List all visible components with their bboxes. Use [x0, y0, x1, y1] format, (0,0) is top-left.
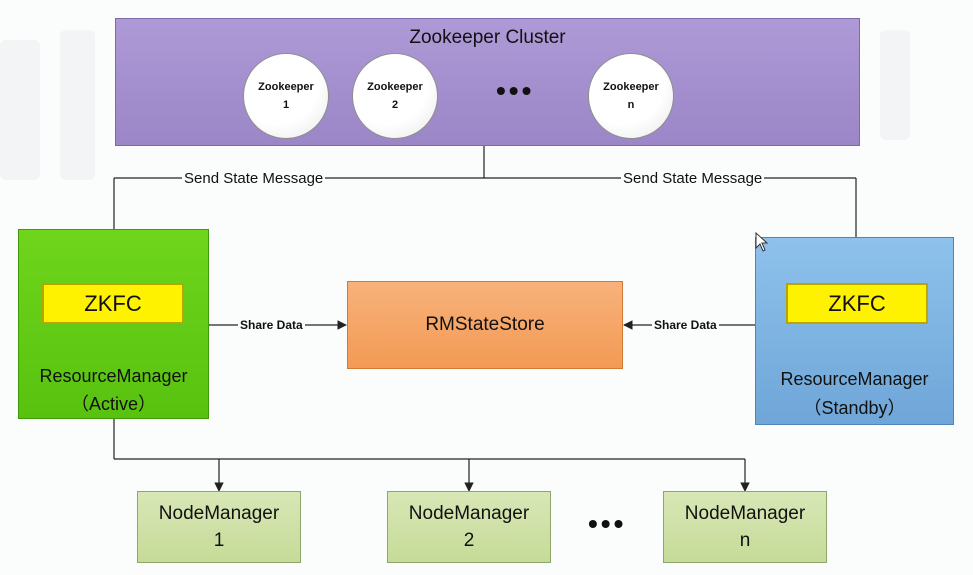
node-manager-index: 2 — [463, 530, 475, 551]
zookeeper-cluster-title: Zookeeper Cluster — [409, 27, 566, 48]
node-manager-1: NodeManager 1 — [137, 491, 301, 563]
node-manager-name: NodeManager — [408, 503, 530, 524]
share-data-label-left: Share Data — [238, 318, 305, 332]
zookeeper-ellipsis: ••• — [496, 75, 535, 106]
zookeeper-cluster: Zookeeper Cluster Zookeeper 1 Zookeeper … — [115, 18, 860, 146]
resource-manager-state: （Standby） — [803, 398, 906, 418]
resource-manager-state: （Active） — [70, 394, 157, 414]
zookeeper-node-1: Zookeeper 1 — [243, 53, 329, 139]
zookeeper-node-name: Zookeeper — [367, 81, 423, 93]
zookeeper-node-name: Zookeeper — [603, 81, 659, 93]
node-manager-index: 1 — [213, 530, 225, 551]
node-manager-ellipsis: ••• — [588, 508, 627, 539]
node-manager-n: NodeManager n — [663, 491, 827, 563]
mouse-cursor-icon — [755, 232, 769, 252]
resource-manager-standby: ZKFC ResourceManager （Standby） — [755, 237, 954, 425]
zookeeper-node-name: Zookeeper — [258, 81, 314, 93]
node-manager-index: n — [739, 530, 751, 551]
resource-manager-label: ResourceManager — [39, 366, 188, 386]
node-manager-name: NodeManager — [158, 503, 280, 524]
resource-manager-active: ZKFC ResourceManager （Active） — [18, 229, 209, 419]
zkfc-active: ZKFC — [42, 283, 184, 324]
zkfc-standby: ZKFC — [786, 283, 928, 324]
zookeeper-node-2: Zookeeper 2 — [352, 53, 438, 139]
node-manager-name: NodeManager — [684, 503, 806, 524]
zookeeper-node-index: 1 — [282, 99, 290, 111]
resource-manager-label: ResourceManager — [780, 369, 929, 389]
send-state-label-right: Send State Message — [621, 170, 765, 187]
zookeeper-node-n: Zookeeper n — [588, 53, 674, 139]
rm-state-store: RMStateStore — [347, 281, 623, 369]
share-data-label-right: Share Data — [652, 318, 719, 332]
zookeeper-node-index: 2 — [391, 99, 399, 111]
send-state-label-left: Send State Message — [182, 170, 326, 187]
node-manager-2: NodeManager 2 — [387, 491, 551, 563]
zookeeper-node-index: n — [627, 99, 635, 111]
